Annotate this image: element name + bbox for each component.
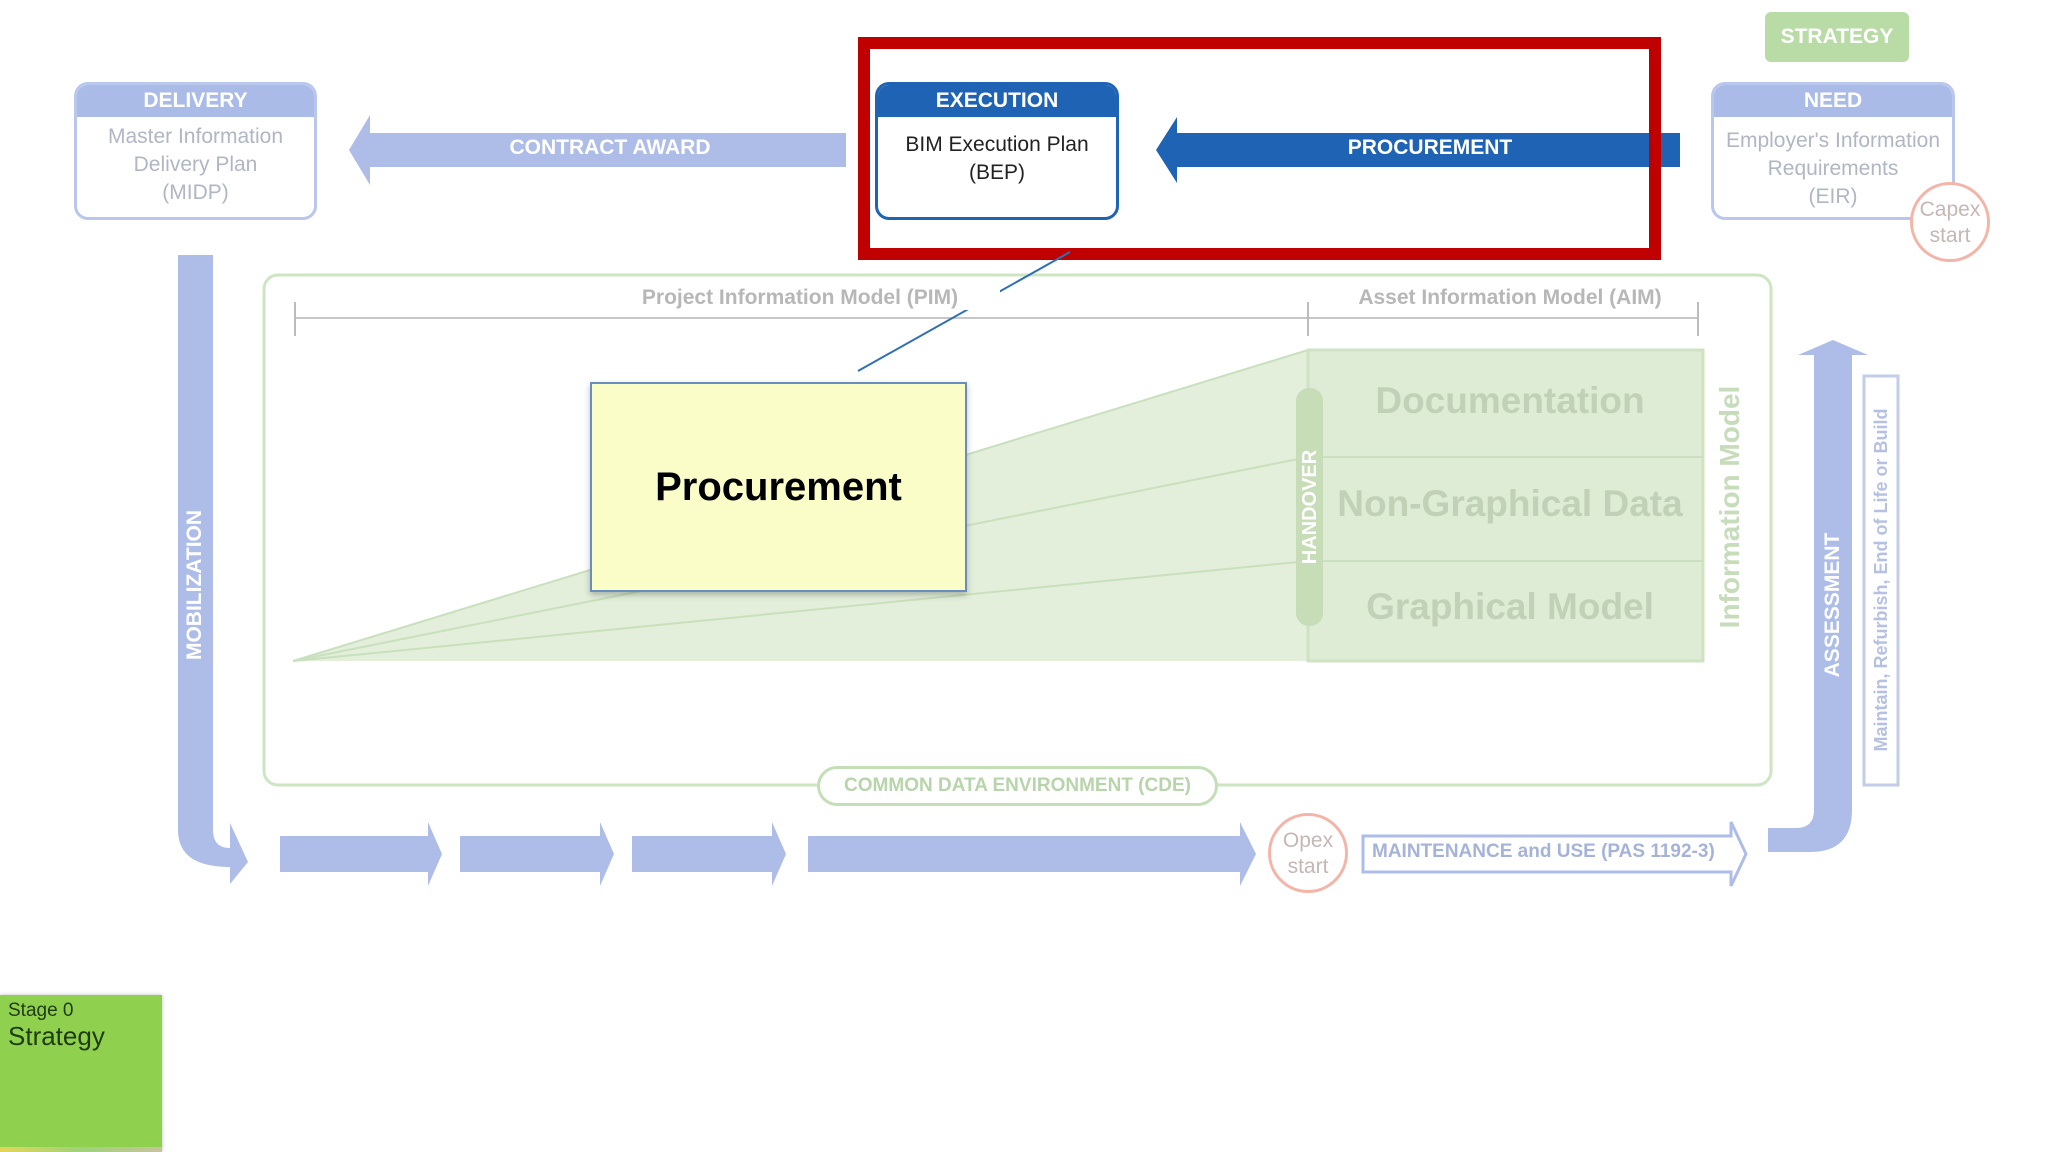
need-line: Requirements: [1767, 157, 1899, 180]
pim-label: Project Information Model (PIM): [600, 286, 1000, 310]
execution-card: EXECUTION BIM Execution Plan (BEP): [875, 82, 1119, 220]
procurement-callout: Procurement: [590, 382, 967, 592]
handover-label: HANDOVER: [1299, 449, 1321, 565]
documentation-label: Documentation: [1375, 380, 1645, 421]
need-line: (EIR): [1808, 185, 1858, 208]
execution-line: (BEP): [968, 161, 1025, 184]
strategy-label: STRATEGY: [1765, 12, 1909, 62]
contract-award-label: CONTRACT AWARD: [509, 136, 711, 159]
assessment-label: ASSESSMENT: [1821, 532, 1844, 678]
highlight-box: [858, 37, 1661, 260]
delivery-line: (MIDP): [162, 181, 229, 204]
need-card: NEED Employer's Information Requirements…: [1711, 82, 1955, 220]
execution-body: BIM Execution Plan (BEP): [878, 117, 1116, 187]
delivery-card: DELIVERY Master Information Delivery Pla…: [74, 82, 317, 220]
assessment-arrow: [1768, 340, 1868, 852]
handover-bar: [1296, 388, 1323, 626]
opex-line: Opex: [1282, 829, 1334, 852]
execution-header: EXECUTION: [878, 85, 1116, 117]
information-model-label: Information Model: [1714, 385, 1745, 629]
capex-start: Capex start: [1910, 182, 1990, 262]
need-header: NEED: [1714, 85, 1952, 117]
delivery-line: Master Information: [107, 125, 284, 148]
procurement-arrow: [1156, 117, 1680, 183]
procurement-label: PROCUREMENT: [1347, 136, 1513, 159]
contract-award-arrow: [349, 115, 846, 185]
mobilization-arrow: [178, 255, 248, 884]
stage-name: Strategy: [8, 1021, 105, 1051]
flow-arrow-1: [280, 822, 442, 886]
delivery-body: Master Information Delivery Plan (MIDP): [77, 117, 314, 207]
execution-line: BIM Execution Plan: [905, 133, 1089, 156]
need-body: Employer's Information Requirements (EIR…: [1714, 117, 1952, 211]
delivery-header: DELIVERY: [77, 85, 314, 117]
stage-accent-strip: [0, 1147, 162, 1152]
mobilization-label: MOBILIZATION: [183, 509, 206, 661]
flow-arrow-4: [808, 822, 1256, 886]
aim-label: Asset Information Model (AIM): [1330, 286, 1690, 310]
maintenance-label: MAINTENANCE and USE (PAS 1192-3): [1372, 841, 1715, 862]
graphical-model-label: Graphical Model: [1366, 586, 1654, 627]
delivery-line: Delivery Plan: [133, 153, 258, 176]
cde-label: COMMON DATA ENVIRONMENT (CDE): [817, 766, 1218, 806]
maintenance-arrow: [1361, 821, 1748, 887]
callout-line: [857, 251, 1071, 372]
callout-text: Procurement: [655, 464, 902, 509]
non-graphical-data-label: Non-Graphical Data: [1337, 483, 1683, 524]
capex-line: Capex: [1919, 198, 1981, 221]
need-line: Employer's Information: [1725, 129, 1941, 152]
stage-number: Stage 0: [8, 1000, 74, 1021]
opex-start: Opex start: [1268, 813, 1348, 893]
flow-arrow-3: [632, 822, 786, 886]
lifecycle-label: Maintain, Refurbish, End of Life or Buil…: [1871, 408, 1891, 752]
stage-thumbnail[interactable]: Stage 0 Strategy: [0, 995, 162, 1152]
capex-line: start: [1929, 224, 1971, 247]
lifecycle-box: [1862, 374, 1900, 787]
opex-line: start: [1287, 855, 1329, 878]
flow-arrow-2: [460, 822, 614, 886]
